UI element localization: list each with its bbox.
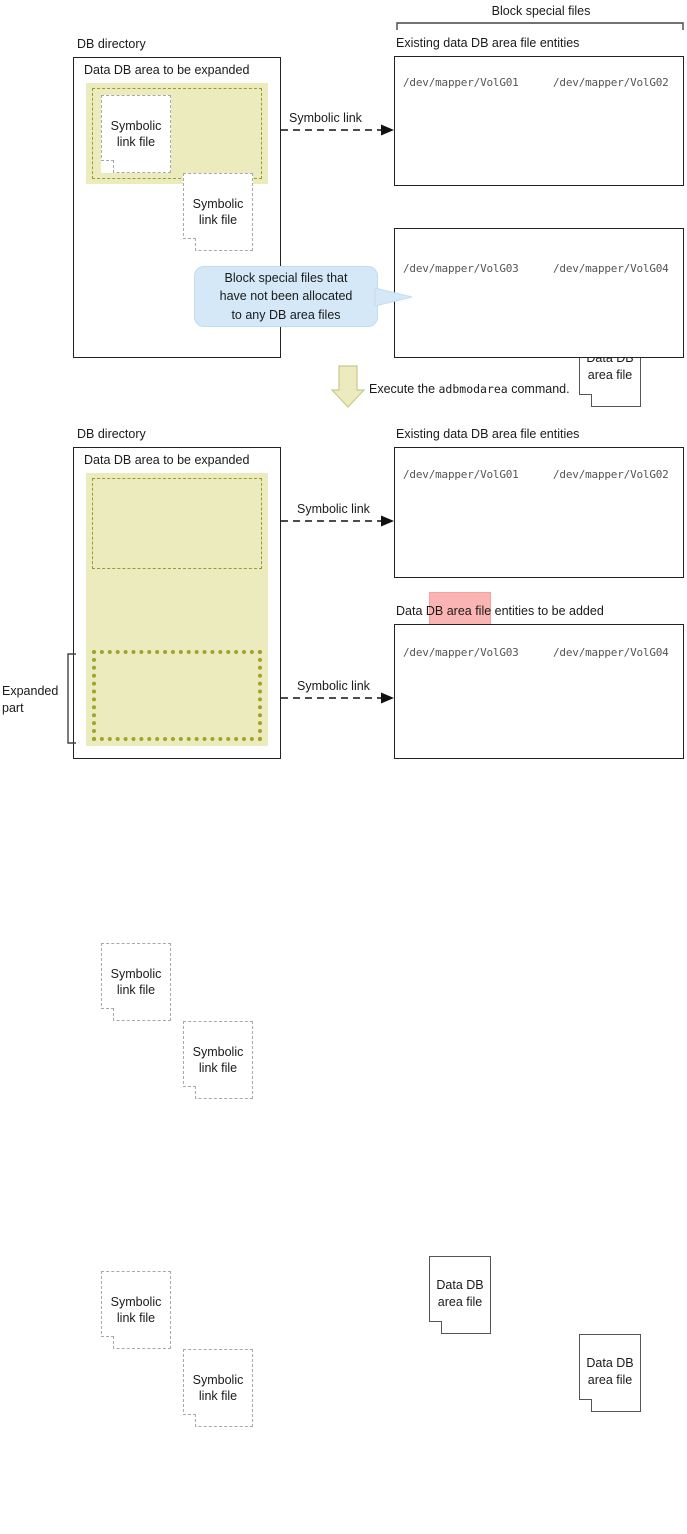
symlink-file-line2: link file <box>116 135 156 149</box>
device-path: /dev/mapper/VolG03 <box>403 646 519 659</box>
symbolic-link-arrow-after-top <box>281 515 394 527</box>
data-db-area-after <box>86 473 268 746</box>
symlink-file-line2: link file <box>116 1311 156 1325</box>
symlink-file-line1: Symbolic <box>192 1372 244 1387</box>
symlink-file-line2: link file <box>198 213 238 227</box>
existing-entities-label-after: Existing data DB area file entities <box>396 427 580 441</box>
symlink-file-line2: link file <box>198 1389 238 1403</box>
added-entities-label: Data DB area file entities to be added <box>396 604 604 618</box>
device-path: /dev/mapper/VolG03 <box>403 262 519 275</box>
symbolic-link-file: Symbolic link file <box>101 943 171 1021</box>
data-file-line1: Data DB <box>436 1278 484 1293</box>
expanded-part-line1: Expanded <box>2 684 59 698</box>
data-db-area-label-after: Data DB area to be expanded <box>84 453 250 467</box>
symbolic-link-arrow-label-before: Symbolic link <box>289 111 362 125</box>
added-entities-box <box>394 624 684 759</box>
callout-tail <box>374 287 413 307</box>
symbolic-link-arrow-label-after-top: Symbolic link <box>297 502 370 516</box>
data-db-area-dashed-border-before <box>92 88 262 179</box>
data-file-line2: area file <box>587 367 633 382</box>
data-db-area-file: Data DB area file <box>579 1334 641 1412</box>
callout-line1: Block special files that <box>224 271 348 286</box>
unallocated-block-files-box <box>394 228 684 358</box>
symlink-file-line1: Symbolic <box>192 1044 244 1059</box>
execute-command-arrow <box>330 365 366 408</box>
symbolic-link-file: Symbolic link file <box>101 1271 171 1349</box>
db-directory-label-after: DB directory <box>77 427 146 441</box>
existing-area-dashed-border-after <box>92 478 262 569</box>
expanded-part-bracket <box>67 653 76 744</box>
symlink-file-line1: Symbolic <box>110 966 162 981</box>
symbolic-link-file: Symbolic link file <box>183 1021 253 1099</box>
callout-unallocated-block-files: Block special files that have not been a… <box>194 266 378 327</box>
db-directory-label-before: DB directory <box>77 37 146 51</box>
existing-entities-box-before <box>394 56 684 186</box>
existing-entities-label-before: Existing data DB area file entities <box>396 36 580 50</box>
data-file-line1: Data DB <box>586 1356 634 1371</box>
callout-line2: have not been allocated <box>219 289 353 304</box>
block-special-files-bracket <box>396 22 684 30</box>
device-path: /dev/mapper/VolG02 <box>553 468 669 481</box>
expanded-area-dotted-border-after <box>92 650 262 741</box>
symbolic-link-arrow-label-after-bottom: Symbolic link <box>297 679 370 693</box>
symbolic-link-file: Symbolic link file <box>183 173 253 251</box>
data-db-area-label-before: Data DB area to be expanded <box>84 63 250 77</box>
block-special-files-title: Block special files <box>491 4 591 18</box>
symlink-file-line1: Symbolic <box>192 196 244 211</box>
symbolic-link-arrow-before <box>281 124 394 136</box>
execute-prefix: Execute the <box>369 382 439 396</box>
symlink-file-line1: Symbolic <box>110 118 162 133</box>
adbmodarea-command: adbmodarea <box>438 382 508 396</box>
device-path: /dev/mapper/VolG02 <box>553 76 669 89</box>
symlink-file-line2: link file <box>116 983 156 997</box>
execute-suffix: command. <box>507 382 570 396</box>
existing-entities-box-after <box>394 447 684 578</box>
device-path: /dev/mapper/VolG04 <box>553 262 669 275</box>
callout-line3: to any DB area files <box>231 307 341 322</box>
symbolic-link-file: Symbolic link file <box>183 1349 253 1427</box>
symbolic-link-arrow-after-bottom <box>281 692 394 704</box>
symlink-file-line2: link file <box>198 1061 238 1075</box>
expanded-part-line2: part <box>2 700 24 715</box>
data-file-line2: area file <box>587 1372 633 1387</box>
data-db-area-file: Data DB area file <box>429 1256 491 1334</box>
device-path: /dev/mapper/VolG04 <box>553 646 669 659</box>
symbolic-link-file: Symbolic link file <box>101 95 171 173</box>
data-file-line2: area file <box>437 1294 483 1309</box>
device-path: /dev/mapper/VolG01 <box>403 468 519 481</box>
symlink-file-line1: Symbolic <box>110 1294 162 1309</box>
expanded-part-label: Expanded part <box>2 683 58 717</box>
execute-command-text: Execute the adbmodarea command. <box>369 382 570 398</box>
device-path: /dev/mapper/VolG01 <box>403 76 519 89</box>
